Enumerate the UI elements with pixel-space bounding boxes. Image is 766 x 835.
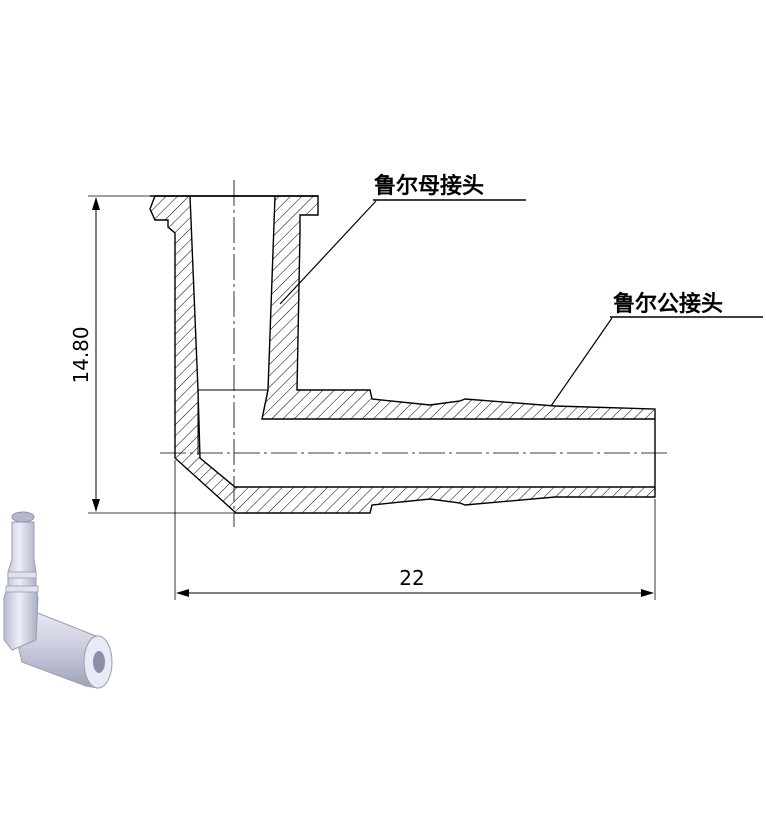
render-top-opening xyxy=(11,511,35,523)
dimension-height: 14.80 xyxy=(69,195,236,514)
cross-section-view xyxy=(149,180,668,527)
male-luer-callout: 鲁尔公接头 xyxy=(613,292,724,317)
bore-transition-line-2 xyxy=(261,389,269,420)
render-ring-2 xyxy=(5,585,39,593)
callout-leaders xyxy=(279,199,763,407)
render-ring xyxy=(7,571,37,579)
render-socket-bore xyxy=(93,651,105,673)
female-luer-callout: 鲁尔母接头 xyxy=(374,174,485,199)
male-luer-leader-diag xyxy=(550,317,613,407)
section-wall xyxy=(149,195,656,514)
dimension-length-label: 22 xyxy=(399,566,424,590)
female-luer-leader-diag xyxy=(279,200,377,305)
dimension-height-label: 14.80 xyxy=(69,326,93,383)
dimension-length: 22 xyxy=(174,460,656,600)
part-3d-render xyxy=(3,511,113,689)
